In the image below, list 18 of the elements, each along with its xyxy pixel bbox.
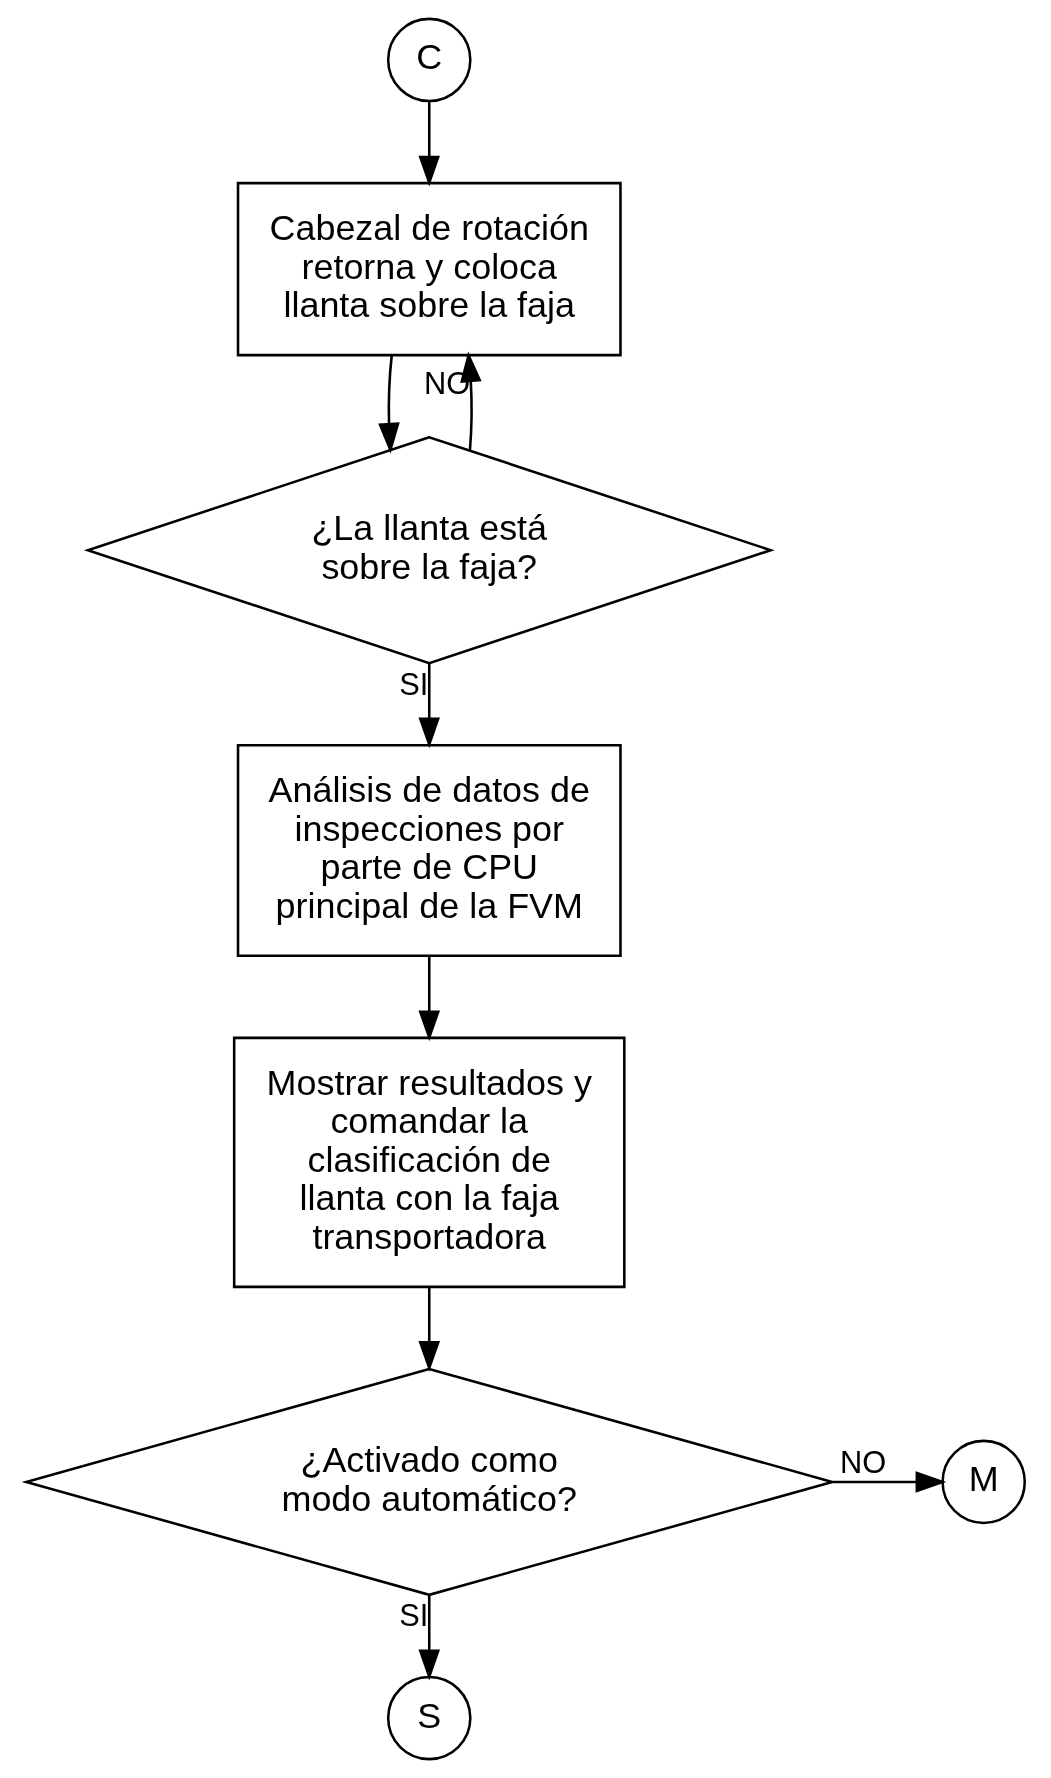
arrow <box>378 355 400 454</box>
edge-label: SI <box>399 666 429 702</box>
arrow <box>418 101 441 187</box>
node-diamond: ¿La llanta está sobre la faja? <box>83 435 775 665</box>
node-circle: S <box>386 1675 472 1761</box>
node-box: Mostrar resultados y comandar la clasificación de llanta con la faja transportadora <box>232 1036 626 1289</box>
node-circle: C <box>386 17 472 103</box>
edge-label: SI <box>399 1598 429 1634</box>
node-box: Cabezal de rotación retorna y coloca llanta sobre la faja <box>236 181 622 357</box>
arrow <box>833 1471 947 1493</box>
arrow <box>418 663 441 749</box>
node-box: Análisis de datos de inspecciones por parte de CPU principal de la FVM <box>236 743 622 958</box>
node-circle: M <box>941 1439 1026 1525</box>
arrow <box>418 1287 441 1372</box>
arrow <box>460 351 482 450</box>
edge-label: NO <box>840 1445 887 1481</box>
arrow <box>418 1595 441 1681</box>
arrow <box>418 956 441 1042</box>
